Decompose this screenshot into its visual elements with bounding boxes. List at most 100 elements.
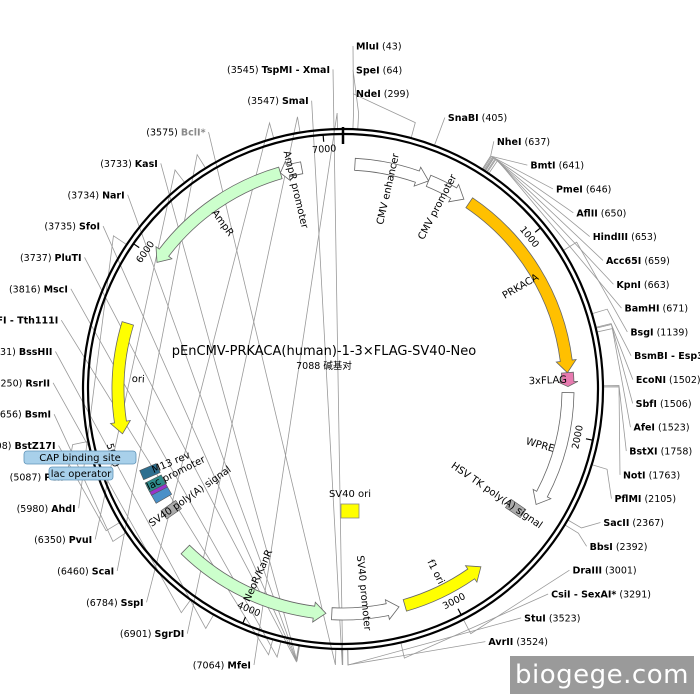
site-label: SacII (2367) [603,518,664,529]
site-label: (5980) AhdI [17,504,76,515]
site-label: DraIII (3001) [572,566,636,577]
site-bbsi: BbsI (2392) [564,524,647,553]
site-position: (5980) [17,504,52,515]
site-label: (3816) MscI [9,284,68,295]
site-label: (3733) KasI [100,159,158,170]
site-leader [146,121,275,603]
site-hindiii: HindIII (653) [484,157,657,243]
site-name: SpeI [356,65,380,76]
site-label: (4250) RsrII [0,378,50,389]
site-name: NotI [623,470,646,481]
site-name: BsgI [630,327,653,338]
site-leader [55,351,215,630]
site-label: AflII (650) [576,208,626,219]
site-sgrdi: (6901) SgrDI [120,116,301,640]
site-position: (3733) [100,159,135,170]
site-sspi: (6784) SspI [86,121,275,609]
site-position: (3545) [227,65,262,76]
site-label: SbfI (1506) [636,399,692,410]
site-bsgi: BsgI (1139) [562,241,688,338]
feature-tags: CAP binding site lac operator [23,450,137,481]
site-pflfi-tth111i: (3852) PflFI - Tth111I [0,316,274,656]
site-position: (64) [380,65,403,76]
site-label: (3547) SmaI [247,96,308,107]
site-name: PmeI [556,184,583,195]
site-bamhi: BamHI (671) [488,159,688,315]
site-name: BsmI [25,410,51,421]
site-name: MluI [356,42,379,53]
tick-mark [534,227,541,233]
site-position: (3575) [146,128,181,139]
site-econi: EcoNI (1502) [595,323,700,386]
site-tspmi-xmai: (3545) TspMI - XmaI [227,65,344,666]
site-bsmbi-esp3i: BsmBI - Esp3I (1441) [591,308,700,362]
site-leader [567,519,601,529]
site-label: (3545) TspMI - XmaI [227,65,330,76]
feature-label: HSV TK poly(A) signal [449,460,544,531]
restriction-site-layer: MluI (43)SpeI (64)NdeI (299)SnaBI (405)N… [0,42,700,672]
site-position: (2367) [629,518,664,529]
site-name: PflFI - Tth111I [0,316,58,327]
site-position: (1502) [666,375,700,386]
feature-prkaca: PRKACA [465,197,577,374]
site-label: BsgI (1139) [630,327,688,338]
feature-label: PRKACA [501,272,541,302]
watermark: biogege.com [510,656,694,694]
feature-label: 3xFLAG [529,375,568,388]
site-acc65i: Acc65I (659) [486,158,670,267]
feature-block [160,500,182,520]
site-name: AfeI [633,423,654,434]
sv40-ori-label: SV40 ori [329,489,371,500]
site-position: (653) [628,232,657,243]
site-sbfi: SbfI (1506) [595,324,692,410]
site-position: (637) [522,137,551,148]
site-position: (3291) [616,589,651,600]
site-position: (1523) [655,423,690,434]
tag-lac-operator: lac operator [48,466,114,481]
site-name: SnaBI [448,113,479,124]
site-leader [116,153,206,572]
site-position: (43) [379,42,402,53]
site-position: (6460) [57,566,92,577]
site-pluti: (3737) PluTI [20,253,300,663]
site-label: (4708) BstZ17I [0,441,56,452]
site-leader [332,69,344,666]
inner-features: SV40 ori [329,489,371,519]
site-leader [562,241,628,333]
site-leader [347,641,486,666]
site-label: EcoNI (1502) [636,375,700,386]
site-name: MscI [44,284,68,295]
site-avrii: AvrII (3524) [347,637,548,666]
site-name: HindIII [593,232,628,243]
feature-arrow [425,174,465,203]
feature-cmv-enhancer: CMV enhancer [354,152,430,226]
site-label: BamHI (671) [624,304,688,315]
site-label: KpnI (663) [616,280,669,291]
site-position: (3547) [247,96,282,107]
site-name: BclI* [181,128,206,139]
site-leader [70,288,282,659]
site-leader [433,117,446,146]
site-name: BbsI [590,542,613,553]
feature-label: SV40 promoter [354,555,373,632]
site-leader [127,194,300,663]
site-leader [84,257,300,663]
site-name: AflII [576,208,597,219]
site-name: NheI [497,137,522,148]
site-name: PvuI [69,535,92,546]
site-name: BamHI [624,304,659,315]
feature-label: f1 ori [424,558,446,586]
site-label: (3852) PflFI - Tth111I [0,316,58,327]
site-pmei: PmeI (646) [483,156,611,195]
feature-ori: ori [109,321,145,435]
site-kpni: KpnI (663) [486,158,669,291]
site-leader [564,524,587,547]
feature-arrow [532,392,575,506]
site-name: PluTI [55,253,82,264]
site-position: (3735) [44,222,79,233]
site-position: (650) [598,208,627,219]
site-leader [488,159,622,309]
feature-label: WPRE [524,436,555,455]
site-position: (4250) [0,378,25,389]
